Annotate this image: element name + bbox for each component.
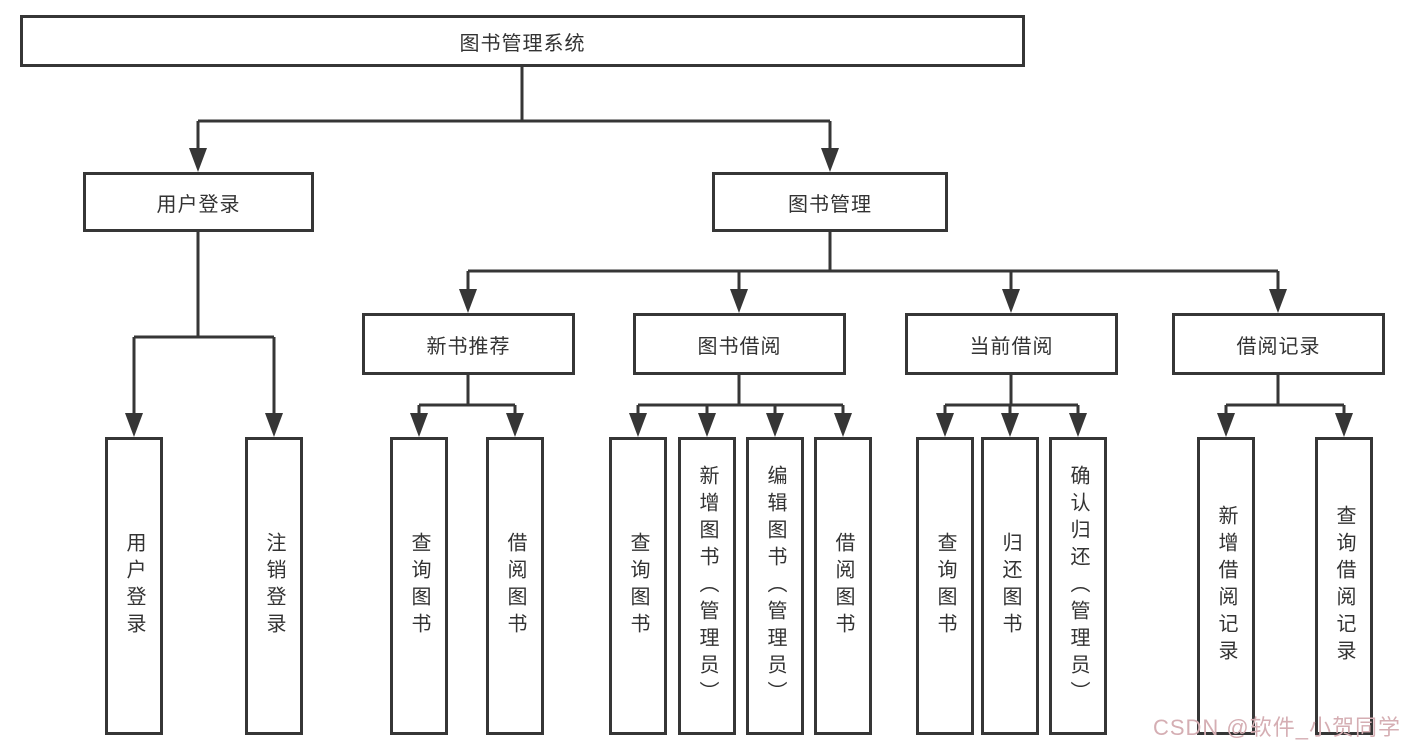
watermark: CSDN @软件_小贺同学	[1152, 715, 1401, 740]
connector-bookborrow-to-leaves	[629, 375, 852, 437]
node-current-borrow-label: 当前借阅	[969, 335, 1054, 358]
leaf-newrec-query-book-label: 查询图书	[408, 532, 430, 640]
leaf-logout-label: 注销登录	[263, 532, 285, 640]
leaf-return-book-label: 归还图书	[999, 532, 1021, 640]
node-new-book-recommend: 新书推荐	[362, 313, 575, 375]
leaf-current-query-book-label: 查询图书	[934, 532, 956, 640]
leaf-confirm-return-admin: 确认归还（管理员）	[1049, 437, 1107, 735]
node-book-management-label: 图书管理	[788, 193, 872, 216]
connector-userlogin-to-leaves	[125, 232, 283, 437]
leaf-borrow-query-book-label: 查询图书	[627, 532, 649, 640]
node-user-login: 用户登录	[83, 172, 314, 232]
leaf-add-borrow-record: 新增借阅记录	[1197, 437, 1255, 735]
leaf-borrow-book-label: 借阅图书	[832, 532, 854, 640]
leaf-borrow-book: 借阅图书	[814, 437, 872, 735]
node-book-borrow-label: 图书借阅	[697, 335, 782, 358]
connector-currentborrow-to-leaves	[936, 375, 1087, 437]
leaf-query-borrow-record: 查询借阅记录	[1315, 437, 1373, 735]
leaf-logout: 注销登录	[245, 437, 303, 735]
node-new-book-recommend-label: 新书推荐	[426, 335, 511, 358]
leaf-query-borrow-record-label: 查询借阅记录	[1333, 505, 1355, 667]
leaf-return-book: 归还图书	[981, 437, 1039, 735]
node-root-system-label: 图书管理系统	[459, 32, 586, 55]
connector-newbook-to-leaves	[410, 375, 524, 437]
node-current-borrow: 当前借阅	[905, 313, 1118, 375]
leaf-newrec-borrow-book-label: 借阅图书	[504, 532, 526, 640]
leaf-add-book-admin: 新增图书（管理员）	[678, 437, 736, 735]
connector-borrowrecord-to-leaves	[1217, 375, 1353, 437]
node-user-login-label: 用户登录	[156, 193, 241, 216]
leaf-newrec-borrow-book: 借阅图书	[486, 437, 544, 735]
leaf-add-borrow-record-label: 新增借阅记录	[1215, 505, 1237, 667]
node-book-management: 图书管理	[712, 172, 948, 232]
leaf-borrow-query-book: 查询图书	[609, 437, 667, 735]
node-borrow-record-label: 借阅记录	[1236, 335, 1321, 358]
leaf-confirm-return-admin-label: 确认归还（管理员）	[1067, 464, 1089, 708]
leaf-user-login-label: 用户登录	[123, 532, 145, 640]
node-borrow-record: 借阅记录	[1172, 313, 1385, 375]
leaf-add-book-admin-label: 新增图书（管理员）	[696, 464, 718, 708]
connector-bookmgmt-to-level3	[459, 232, 1287, 313]
leaf-current-query-book: 查询图书	[916, 437, 974, 735]
node-root-system: 图书管理系统	[20, 15, 1025, 67]
node-book-borrow: 图书借阅	[633, 313, 846, 375]
leaf-newrec-query-book: 查询图书	[390, 437, 448, 735]
leaf-user-login: 用户登录	[105, 437, 163, 735]
leaf-edit-book-admin-label: 编辑图书（管理员）	[764, 464, 786, 708]
leaf-edit-book-admin: 编辑图书（管理员）	[746, 437, 804, 735]
connector-root-to-level2	[189, 67, 839, 172]
